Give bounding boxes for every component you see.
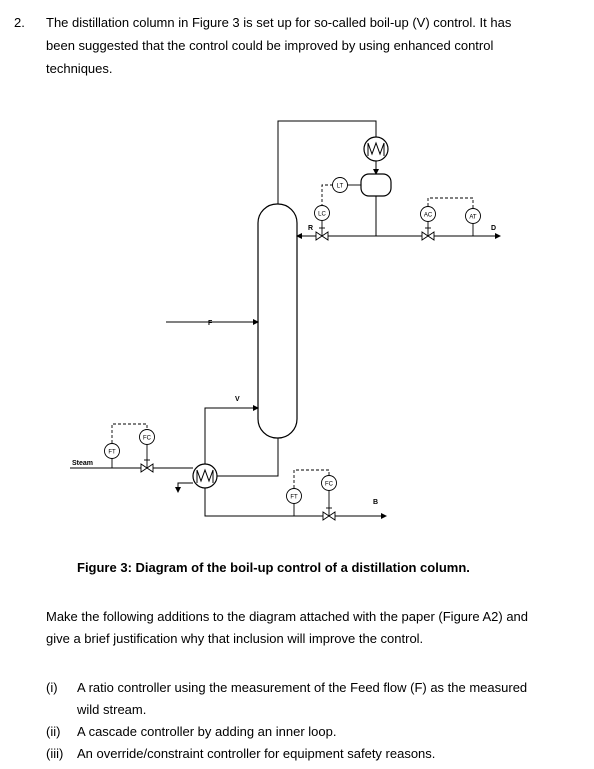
question-text-line-2: been suggested that the control could be… (46, 38, 494, 53)
steam-label: Steam (72, 460, 93, 467)
steam-ft-transmitter (104, 443, 120, 459)
reboiler-icon (192, 463, 218, 489)
reflux-drum (360, 173, 392, 197)
bottoms-ft-label: FT (290, 495, 298, 501)
item-text-ii: A cascade controller by adding an inner … (77, 724, 337, 739)
instruction-line-2: give a brief justification why that incl… (46, 631, 424, 646)
reflux-valve-icon (315, 227, 329, 241)
lt-label: LT (337, 184, 344, 190)
feed-label: F (208, 320, 213, 327)
reflux-label: R (308, 225, 313, 232)
question-text-line-3: techniques. (46, 61, 113, 76)
item-text-i-line-2: wild stream. (77, 702, 147, 717)
item-number-iii: (iii) (46, 746, 64, 761)
distillation-column (257, 203, 298, 439)
distillate-valve-icon (421, 227, 435, 241)
distillate-label: D (491, 225, 496, 232)
boilup-label: V (235, 396, 240, 403)
item-text-i-line-1: A ratio controller using the measurement… (77, 680, 528, 695)
lc-label: LC (318, 212, 326, 218)
bottoms-ft-transmitter (286, 488, 302, 504)
lc-controller (314, 205, 330, 221)
at-transmitter (465, 208, 481, 224)
figure-caption: Figure 3: Diagram of the boil-up control… (77, 560, 470, 575)
bottoms-label: B (373, 499, 378, 506)
steam-fc-controller (139, 429, 155, 445)
item-number-i: (i) (46, 680, 58, 695)
overhead-vapor-line (277, 120, 377, 204)
bottoms-fc-controller (321, 475, 337, 491)
question-number: 2. (14, 15, 25, 30)
at-label: AT (469, 215, 477, 221)
steam-valve-icon (140, 459, 154, 473)
boilup-line (204, 405, 259, 468)
condenser-icon (363, 136, 389, 162)
item-text-iii: An override/constraint controller for eq… (77, 746, 436, 761)
question-text-line-1: The distillation column in Figure 3 is s… (46, 15, 512, 30)
ac-controller (420, 206, 436, 222)
bottoms-valve-icon (322, 507, 336, 521)
ac-label: AC (424, 213, 433, 219)
bottoms-fc-label: FC (325, 482, 334, 488)
instruction-line-1: Make the following additions to the diag… (46, 609, 529, 624)
steam-ft-label: FT (108, 450, 116, 456)
steam-fc-label: FC (143, 436, 152, 442)
item-number-ii: (ii) (46, 724, 61, 739)
